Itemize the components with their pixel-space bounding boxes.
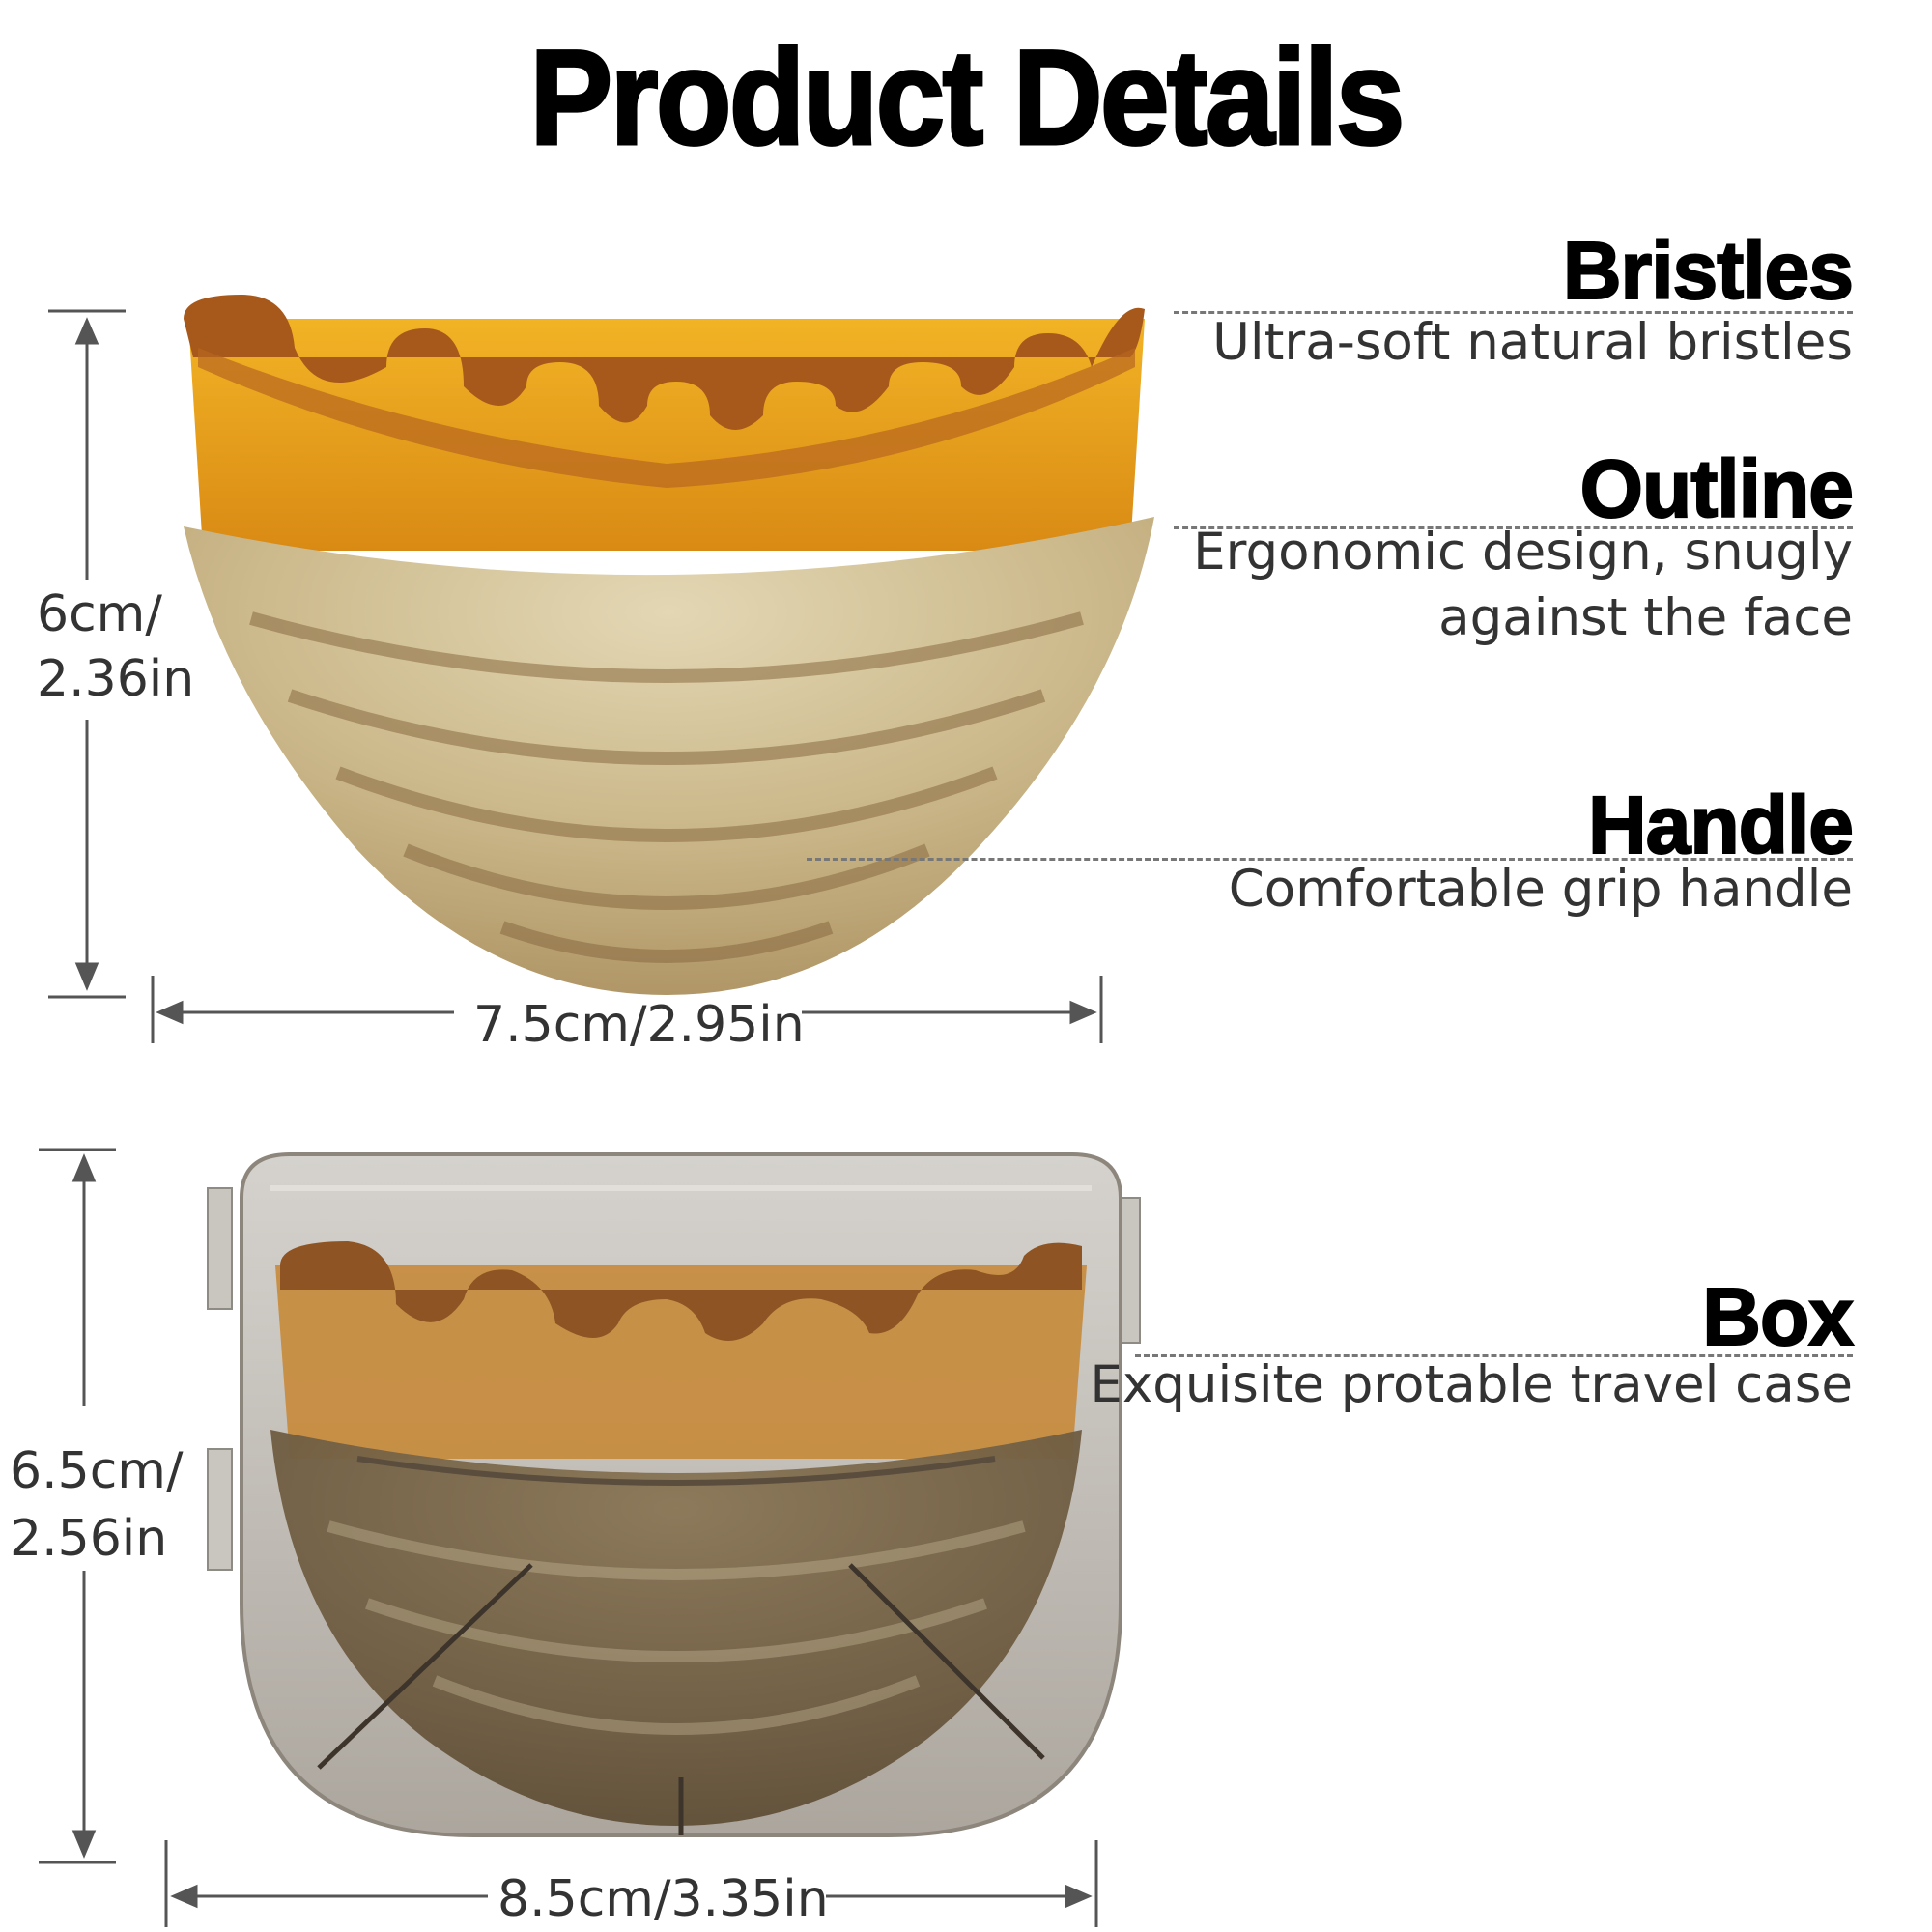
brush-image [184,295,1154,995]
brush-height-cm-label: 6cm/ [37,582,162,646]
box-height-in-label: 2.56in [10,1507,168,1571]
feature-title-outline: Outline [1579,442,1855,535]
divider [1135,1354,1853,1357]
feature-desc-box: Exquisite protable travel case [1090,1355,1853,1414]
page-title: Product Details [528,20,1406,175]
feature-title-bristles: Bristles [1562,224,1855,317]
box-height-cm-label: 6.5cm/ [10,1439,184,1503]
divider [1174,526,1853,529]
brush-width-label: 7.5cm/2.95in [473,996,805,1054]
divider [1174,311,1853,314]
dimension-lines [39,309,1103,1927]
divider [807,858,1853,861]
case-image [207,1152,1141,1837]
feature-desc-handle: Comfortable grip handle [1228,860,1853,919]
feature-title-box: Box [1701,1270,1855,1363]
feature-title-handle: Handle [1587,779,1855,871]
brush-height-in-label: 2.36in [37,647,195,711]
feature-desc-outline-line1: Ergonomic design, snugly [1193,523,1853,582]
box-width-label: 8.5cm/3.35in [497,1870,829,1928]
feature-desc-outline-line2: against the face [1438,588,1853,647]
feature-desc-bristles: Ultra-soft natural bristles [1212,313,1853,372]
